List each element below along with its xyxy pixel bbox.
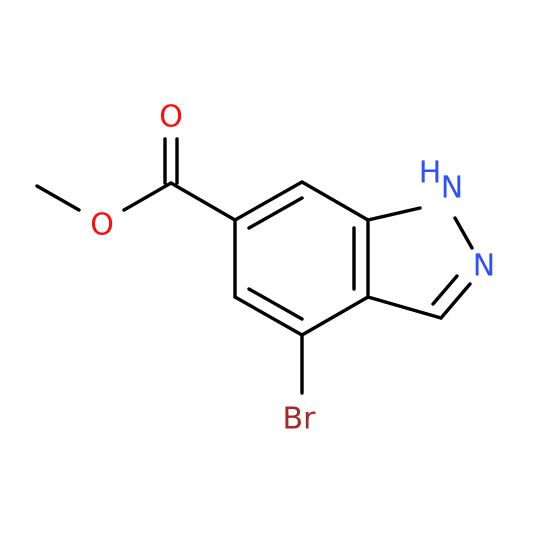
ester-oxygen-label: O: [90, 208, 114, 243]
bond-c4-c5: [233, 295, 304, 337]
bonds: [35, 137, 474, 395]
n2-nitrogen-label: N: [473, 249, 495, 284]
bond-c6-c7: [233, 180, 304, 222]
bond-n2-c3-inner: [431, 274, 459, 306]
bond-inner-c6-c7: [247, 196, 304, 230]
nh-nitrogen-label: N: [441, 171, 463, 206]
bond-n2-c3: [439, 282, 472, 320]
bond-oxygen-carbonyl: [122, 181, 173, 212]
bond-inner-c4-c5: [247, 287, 304, 321]
bond-n1-n2: [453, 216, 474, 250]
bond-c3a-c4: [300, 295, 370, 337]
nh-hydrogen-label: H: [419, 156, 442, 191]
bromine-label: Br: [283, 402, 317, 437]
carbonyl-oxygen-label: O: [159, 100, 183, 135]
bond-c7a-n1: [366, 206, 422, 222]
bond-c3-c3a: [366, 295, 443, 320]
bond-c7-c7a: [300, 180, 370, 222]
bond-carbonyl-ring: [169, 181, 237, 222]
bond-methyl-oxygen: [35, 184, 81, 212]
atom-labels: O O H N N Br: [90, 100, 495, 437]
